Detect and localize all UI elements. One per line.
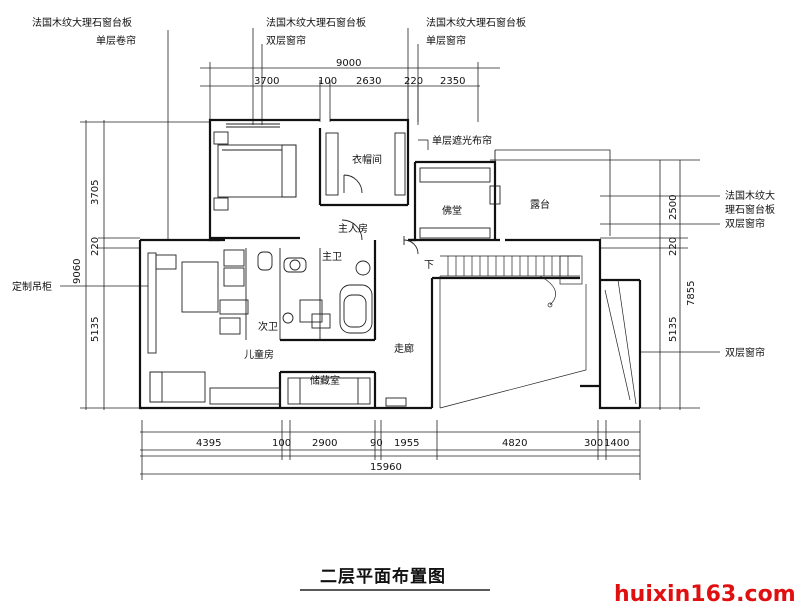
- room-second-bath: 次卫: [258, 320, 278, 333]
- note-left: 定制吊柜: [12, 280, 52, 293]
- note-top-mid-1: 法国木纹大理石窗台板: [266, 16, 366, 29]
- dim-right-3: 5135: [668, 317, 679, 342]
- walls: [138, 118, 642, 410]
- dim-top-2: 100: [318, 76, 337, 87]
- room-master-bed: 主人房: [338, 222, 368, 235]
- dim-bottom-total: 15960: [370, 462, 402, 473]
- dim-bottom-2: 100: [272, 438, 291, 449]
- dim-top-total: 9000: [336, 58, 361, 69]
- dim-top-4: 220: [404, 76, 423, 87]
- note-top-left-1: 法国木纹大理石窗台板: [32, 16, 132, 29]
- watermark-outline: huixin163.com: [614, 582, 796, 607]
- staircase: [439, 255, 637, 409]
- dim-top-5: 2350: [440, 76, 465, 87]
- leader-lines: [60, 28, 720, 353]
- note-shade: 单层遮光布帘: [432, 134, 492, 147]
- dim-bottom-7: 300: [584, 438, 603, 449]
- dimension-lines: [80, 62, 700, 480]
- dim-right-1: 2500: [668, 195, 679, 220]
- dim-top-1: 3700: [254, 76, 279, 87]
- dim-top-3: 2630: [356, 76, 381, 87]
- note-top-right-2: 单层窗帘: [426, 34, 466, 47]
- dim-right-2: 220: [668, 237, 679, 256]
- note-right-upper-2: 理石窗台板: [725, 203, 775, 216]
- dim-bottom-4: 90: [370, 438, 383, 449]
- room-storage: 储藏室: [310, 374, 340, 387]
- room-terrace: 露台: [530, 198, 550, 211]
- dim-bottom-6: 4820: [502, 438, 527, 449]
- dim-left-2: 220: [90, 237, 101, 256]
- note-right-upper-1: 法国木纹大: [725, 189, 775, 202]
- note-top-left-2: 单层卷帘: [96, 34, 136, 47]
- dim-bottom-3: 2900: [312, 438, 337, 449]
- dimension-text: 9000 3700 100 2630 220 2350 4395 100 290…: [72, 58, 697, 473]
- room-wardrobe: 衣帽间: [352, 153, 382, 166]
- labels: 法国木纹大理石窗台板 单层卷帘 法国木纹大理石窗台板 双层窗帘 法国木纹大理石窗…: [12, 16, 775, 387]
- room-child: 儿童房: [244, 348, 274, 361]
- dim-bottom-8: 1400: [604, 438, 629, 449]
- room-corridor: 走廊: [394, 342, 414, 355]
- room-master-bath: 主卫: [322, 251, 342, 263]
- dim-bottom-1: 4395: [196, 438, 221, 449]
- furniture: [147, 123, 637, 409]
- dim-right-total: 7855: [686, 281, 697, 306]
- drawing-title: 二层平面布置图: [320, 566, 446, 587]
- note-right-lower: 双层窗帘: [725, 346, 765, 359]
- note-top-mid-2: 双层窗帘: [266, 34, 306, 47]
- dim-left-1: 3705: [90, 180, 101, 205]
- note-top-right-1: 法国木纹大理石窗台板: [426, 16, 526, 29]
- dim-bottom-5: 1955: [394, 438, 419, 449]
- note-right-upper-3: 双层窗帘: [725, 217, 765, 230]
- dim-left-total: 9060: [72, 259, 83, 284]
- dim-left-3: 5135: [90, 317, 101, 342]
- stair-down-label: 下: [424, 260, 434, 271]
- room-shrine: 佛堂: [442, 204, 462, 217]
